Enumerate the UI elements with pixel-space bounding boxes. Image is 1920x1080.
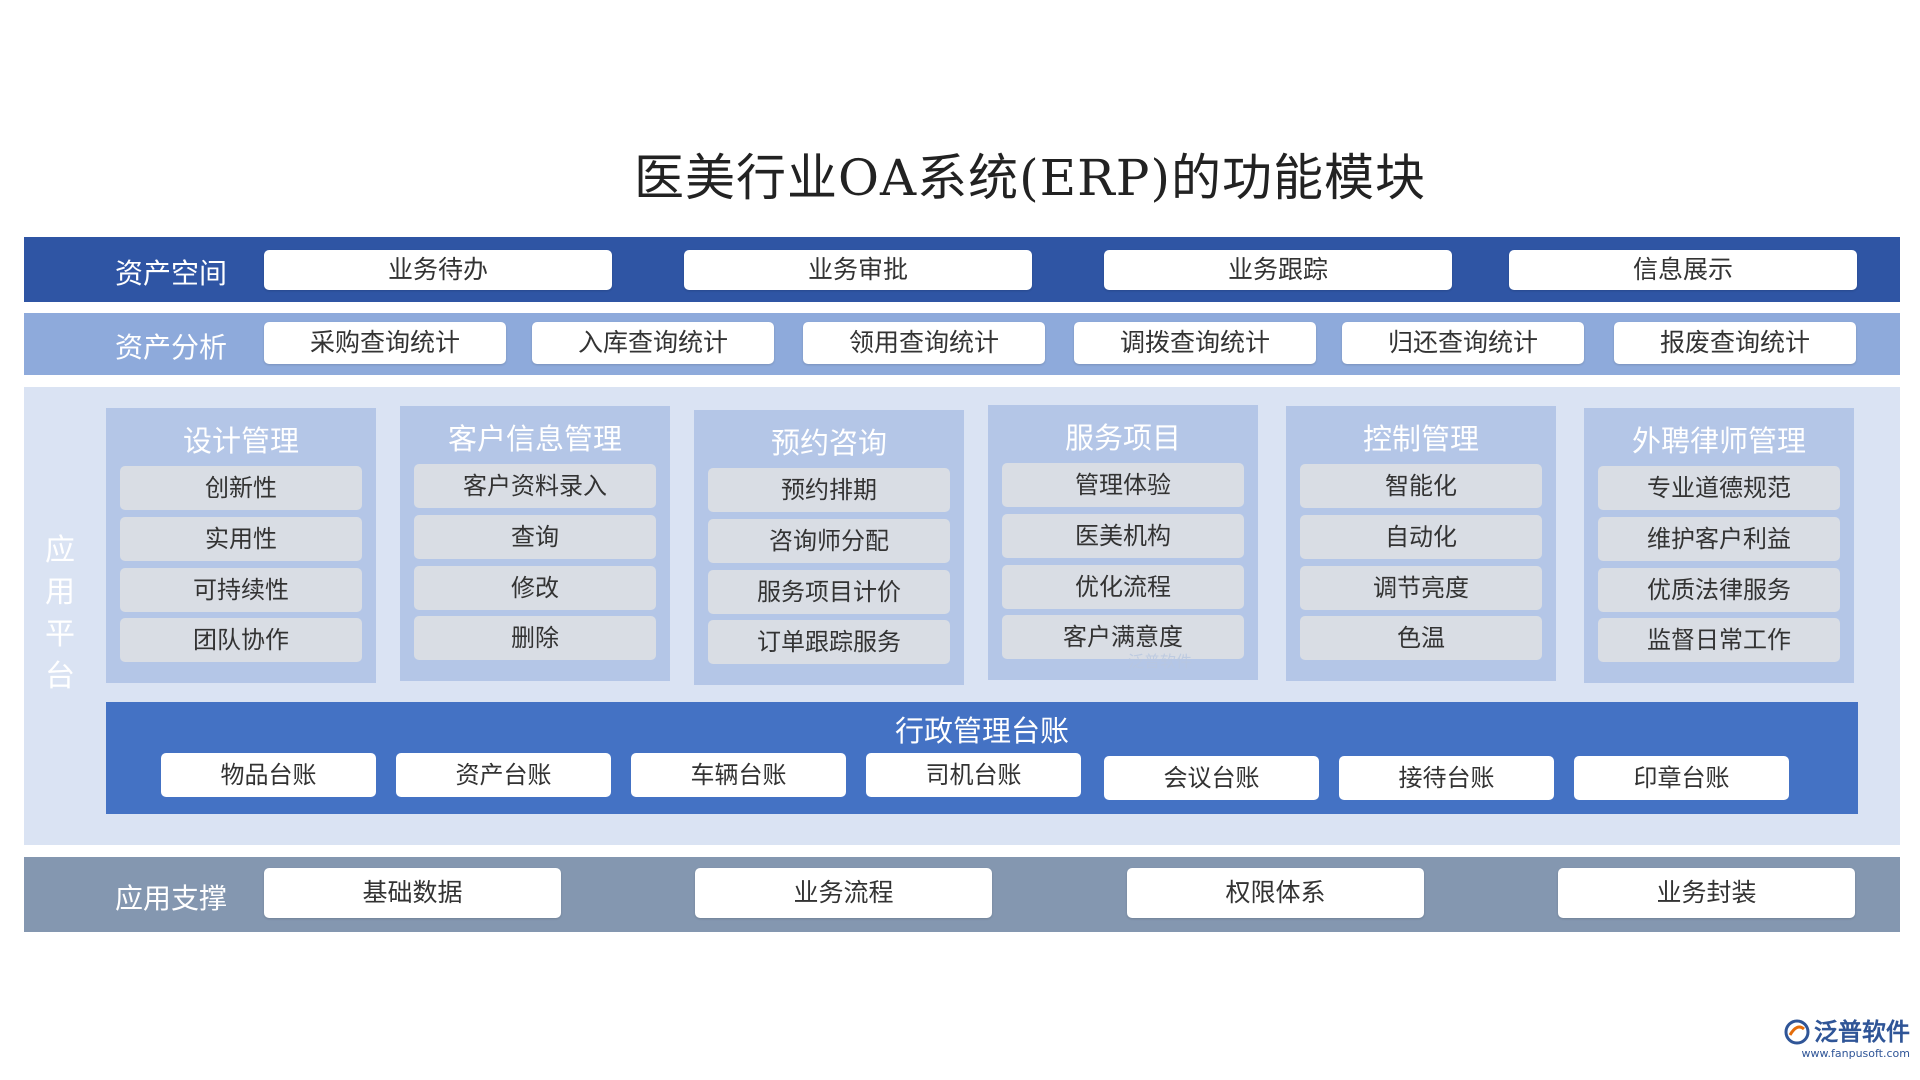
analysis-item-requisition[interactable]: 领用查询统计 (803, 322, 1045, 364)
admin-item-vehicles[interactable]: 车辆台账 (631, 753, 846, 797)
brand-logo: 泛普软件 www.fanpusoft.com (1784, 1012, 1910, 1060)
module-item[interactable]: 管理体验 (1002, 463, 1244, 507)
module-item[interactable]: 客户满意度 (1002, 615, 1244, 659)
platform-label-char: 平 (45, 617, 75, 652)
admin-item-drivers[interactable]: 司机台账 (866, 753, 1081, 797)
module-item[interactable]: 服务项目计价 (708, 570, 950, 614)
platform-label-char: 用 (45, 575, 75, 610)
space-item-approval[interactable]: 业务审批 (684, 250, 1032, 290)
module-item[interactable]: 创新性 (120, 466, 362, 510)
module-item[interactable]: 删除 (414, 616, 656, 660)
logo-swirl-icon (1784, 1019, 1810, 1045)
module-service-items: 服务项目 管理体验 医美机构 优化流程 客户满意度 (988, 405, 1258, 680)
band-asset-analysis: 资产分析 采购查询统计 入库查询统计 领用查询统计 调拨查询统计 归还查询统计 … (24, 313, 1900, 375)
analysis-item-transfer[interactable]: 调拨查询统计 (1074, 322, 1316, 364)
module-item[interactable]: 自动化 (1300, 515, 1542, 559)
module-item[interactable]: 查询 (414, 515, 656, 559)
module-customer-info: 客户信息管理 客户资料录入 查询 修改 删除 (400, 406, 670, 681)
band-application-support: 应用支撑 基础数据 业务流程 权限体系 业务封装 (24, 857, 1900, 932)
band-asset-space: 资产空间 业务待办 业务审批 业务跟踪 信息展示 (24, 237, 1900, 302)
module-item[interactable]: 色温 (1300, 616, 1542, 660)
module-title: 预约咨询 (770, 426, 887, 460)
module-item[interactable]: 修改 (414, 566, 656, 610)
support-item-basic-data[interactable]: 基础数据 (264, 868, 561, 918)
module-item[interactable]: 客户资料录入 (414, 464, 656, 508)
band-label-application-platform: 应 用 平 台 (40, 530, 80, 698)
admin-item-goods[interactable]: 物品台账 (161, 753, 376, 797)
module-item[interactable]: 维护客户利益 (1598, 517, 1840, 561)
module-title: 外聘律师管理 (1631, 424, 1806, 458)
module-item[interactable]: 订单跟踪服务 (708, 620, 950, 664)
module-item[interactable]: 咨询师分配 (708, 519, 950, 563)
analysis-item-return[interactable]: 归还查询统计 (1342, 322, 1584, 364)
module-item[interactable]: 实用性 (120, 517, 362, 561)
admin-ledger-title: 行政管理台账 (894, 714, 1069, 748)
analysis-item-purchase[interactable]: 采购查询统计 (264, 322, 506, 364)
module-item[interactable]: 团队协作 (120, 618, 362, 662)
support-item-packaging[interactable]: 业务封装 (1558, 868, 1855, 918)
logo-name: 泛普软件 (1814, 1018, 1910, 1046)
module-external-lawyer: 外聘律师管理 专业道德规范 维护客户利益 优质法律服务 监督日常工作 (1584, 408, 1854, 683)
logo-url: www.fanpusoft.com (1801, 1047, 1910, 1060)
space-item-todo[interactable]: 业务待办 (264, 250, 612, 290)
module-item[interactable]: 医美机构 (1002, 514, 1244, 558)
module-title: 服务项目 (1064, 421, 1181, 455)
module-control-management: 控制管理 智能化 自动化 调节亮度 色温 (1286, 406, 1556, 681)
admin-item-reception[interactable]: 接待台账 (1339, 756, 1554, 800)
logo-row: 泛普软件 (1784, 1012, 1910, 1047)
module-item[interactable]: 调节亮度 (1300, 566, 1542, 610)
support-item-workflow[interactable]: 业务流程 (695, 868, 992, 918)
page-title: 医美行业OA系统(ERP)的功能模块 (634, 149, 1426, 207)
band-label-asset-analysis: 资产分析 (114, 331, 227, 364)
module-item[interactable]: 优化流程 (1002, 565, 1244, 609)
module-title: 客户信息管理 (447, 422, 622, 456)
module-item[interactable]: 可持续性 (120, 568, 362, 612)
admin-ledger-panel: 行政管理台账 物品台账 资产台账 车辆台账 司机台账 会议台账 接待台账 印章台… (106, 702, 1858, 814)
watermark: 泛普软件 (1128, 652, 1193, 671)
admin-item-meetings[interactable]: 会议台账 (1104, 756, 1319, 800)
module-appointment: 预约咨询 预约排期 咨询师分配 服务项目计价 订单跟踪服务 (694, 410, 964, 685)
module-item[interactable]: 监督日常工作 (1598, 618, 1840, 662)
module-item[interactable]: 优质法律服务 (1598, 568, 1840, 612)
admin-item-assets[interactable]: 资产台账 (396, 753, 611, 797)
analysis-item-scrap[interactable]: 报废查询统计 (1614, 322, 1856, 364)
platform-label-char: 应 (45, 533, 75, 568)
band-label-application-support: 应用支撑 (114, 882, 227, 915)
module-design-management: 设计管理 创新性 实用性 可持续性 团队协作 (106, 408, 376, 683)
platform-label-char: 台 (45, 659, 75, 694)
module-item[interactable]: 专业道德规范 (1598, 466, 1840, 510)
band-label-asset-space: 资产空间 (114, 257, 227, 290)
module-title: 控制管理 (1362, 422, 1479, 456)
module-item[interactable]: 智能化 (1300, 464, 1542, 508)
space-item-tracking[interactable]: 业务跟踪 (1104, 250, 1452, 290)
admin-item-seals[interactable]: 印章台账 (1574, 756, 1789, 800)
support-item-permissions[interactable]: 权限体系 (1127, 868, 1424, 918)
module-title: 设计管理 (182, 424, 299, 458)
module-item[interactable]: 预约排期 (708, 468, 950, 512)
space-item-display[interactable]: 信息展示 (1509, 250, 1857, 290)
analysis-item-inbound[interactable]: 入库查询统计 (532, 322, 774, 364)
